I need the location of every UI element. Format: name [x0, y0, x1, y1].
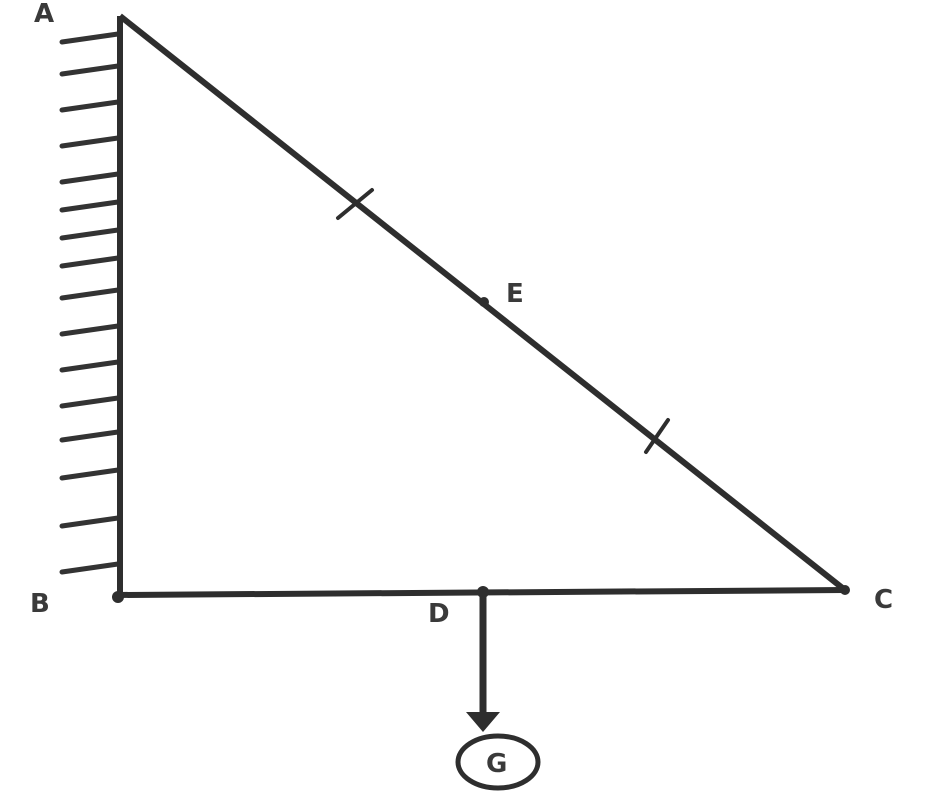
midpoint-e-dot — [479, 297, 489, 307]
wall-hatching — [59, 31, 121, 575]
label-bottom-left-vertex: B — [30, 589, 50, 619]
label-top-vertex: A — [34, 0, 54, 29]
joint-b — [112, 591, 124, 603]
hanger-arrowhead — [466, 712, 500, 732]
label-hanging-weight: G — [486, 749, 507, 779]
label-right-vertex: C — [874, 585, 893, 615]
hanging-weight — [455, 733, 541, 791]
joint-c — [840, 585, 850, 595]
label-hypotenuse-midpoint: E — [506, 279, 524, 309]
hypotenuse-ticks — [336, 188, 670, 454]
label-hanger-point: D — [428, 599, 450, 629]
